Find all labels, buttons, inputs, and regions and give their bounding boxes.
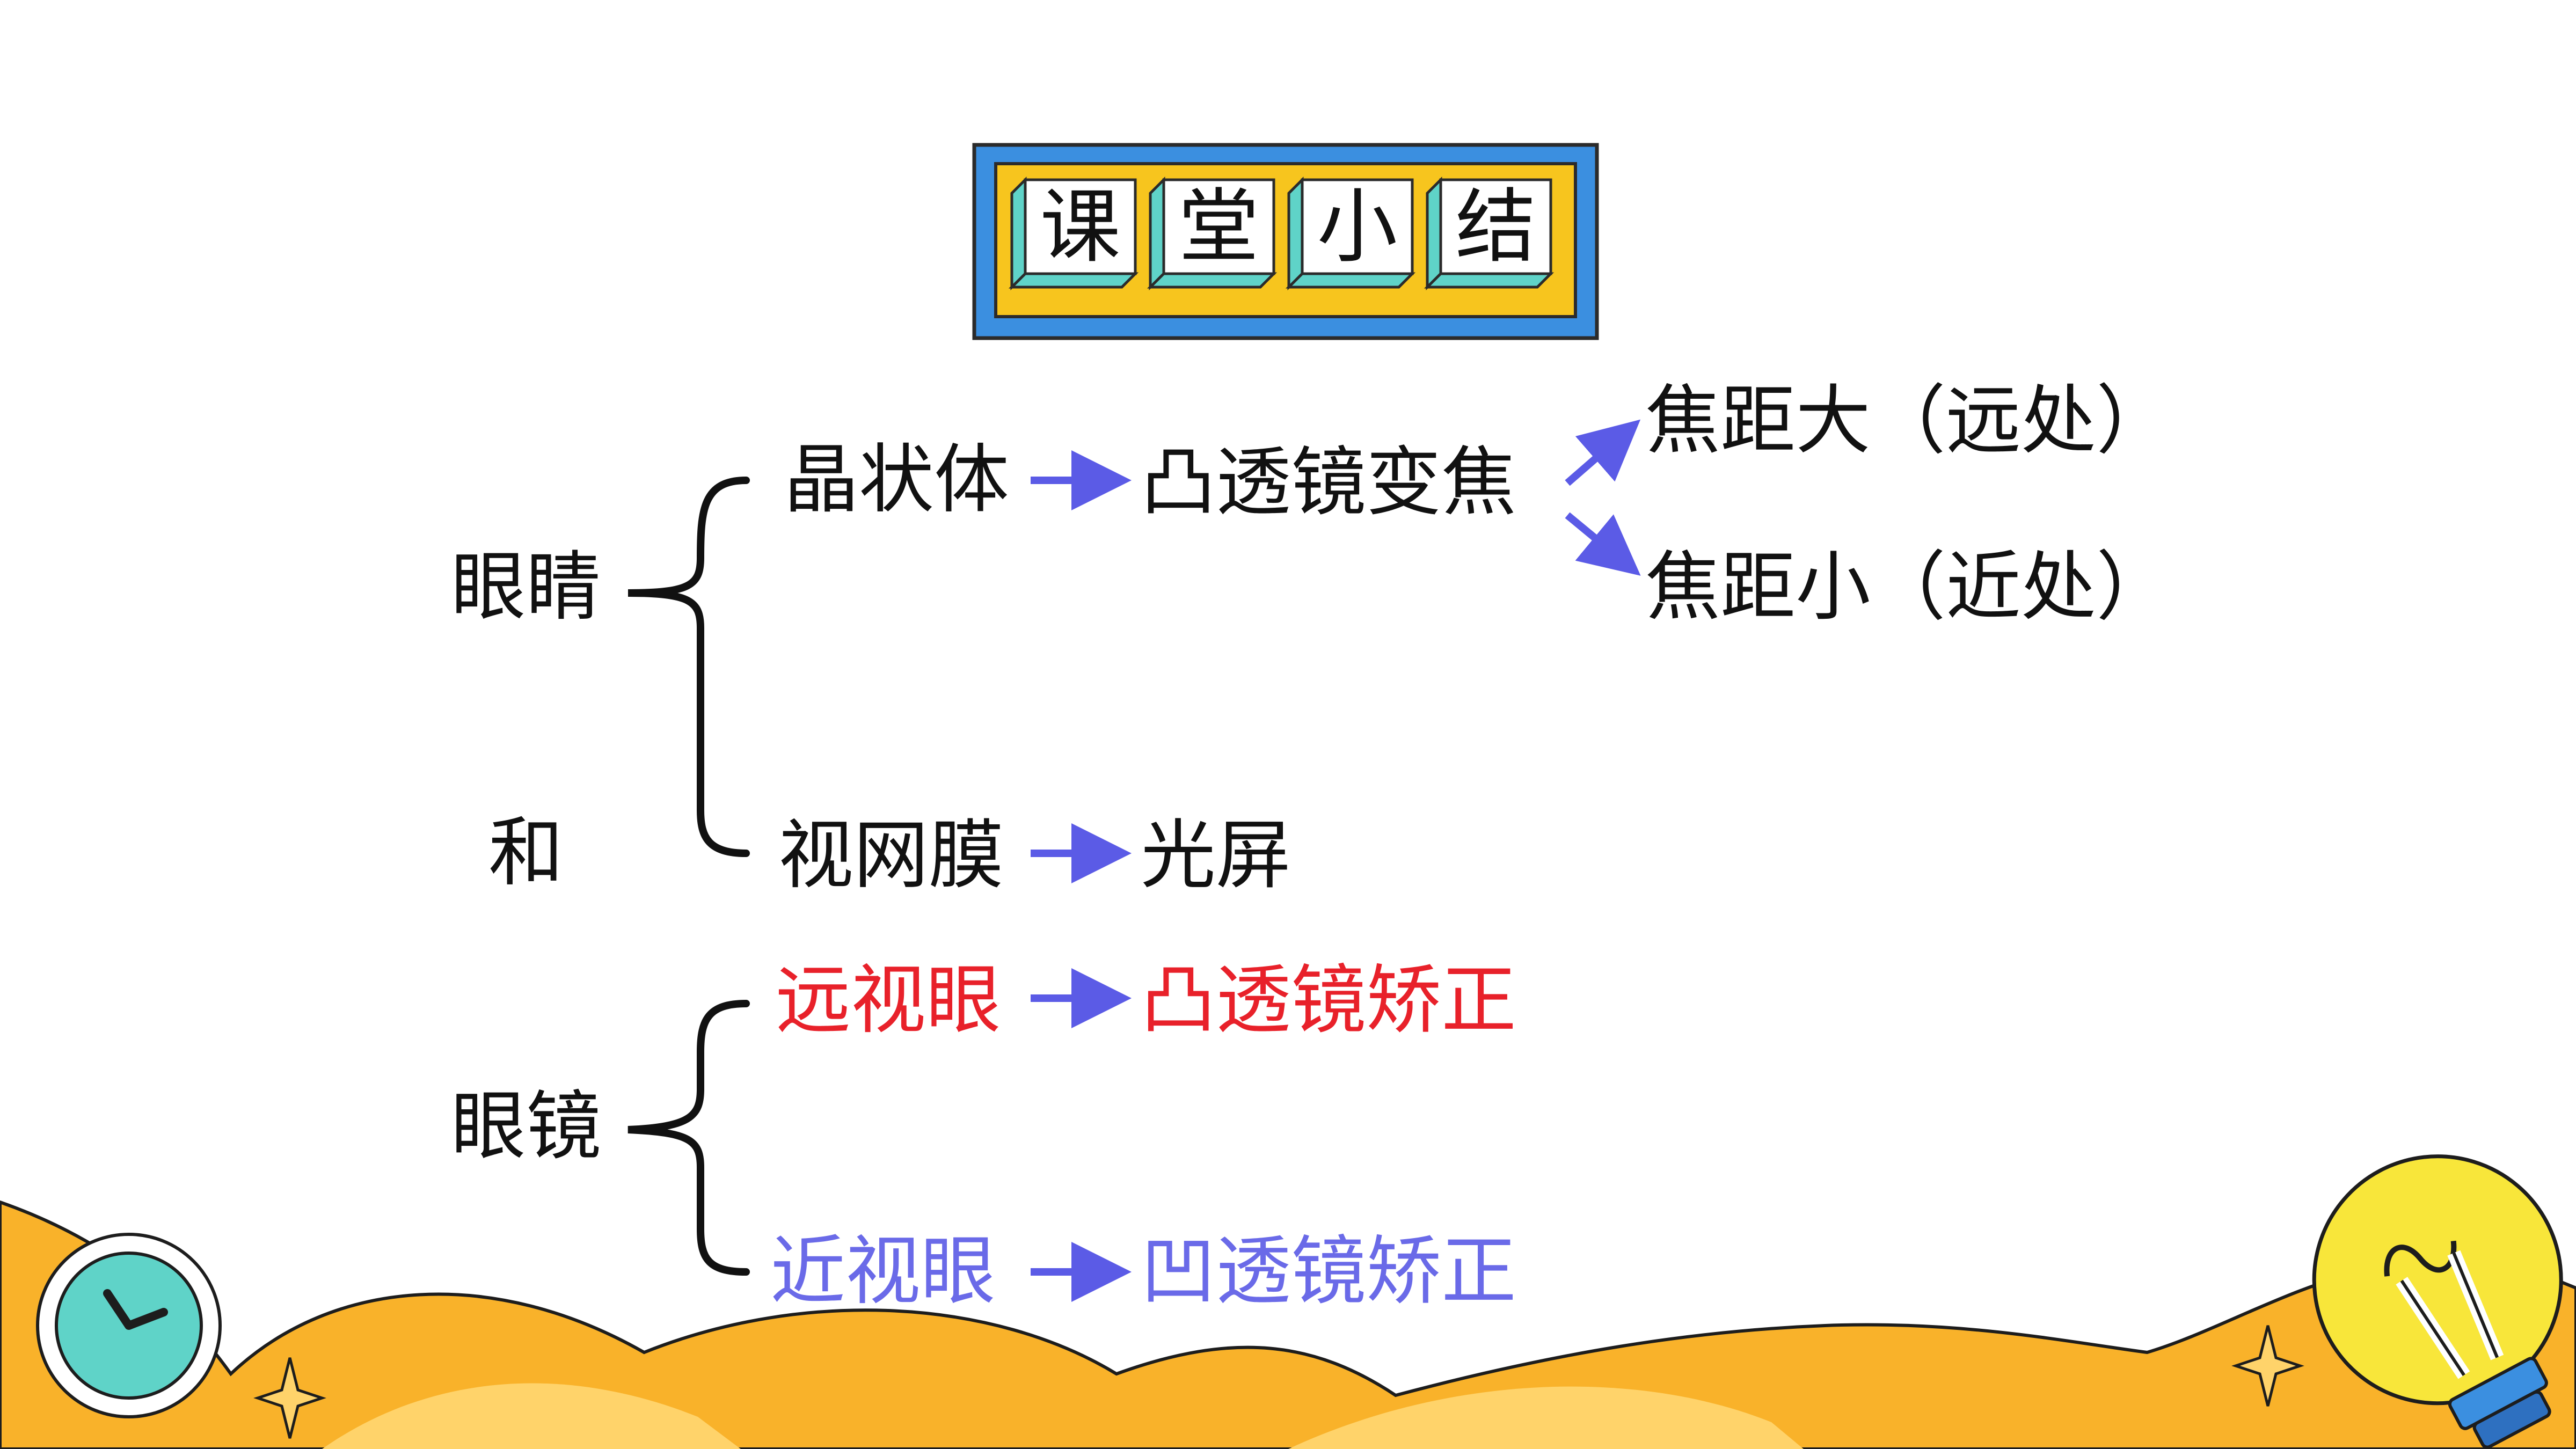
arrow-to-far: [1565, 419, 1641, 486]
title-char: 结: [1455, 181, 1536, 274]
title-char: 课: [1040, 181, 1120, 274]
bottom-blob-highlight-2: [1288, 1386, 1804, 1449]
sparkle-icon-right: [2231, 1325, 2304, 1407]
brace-glasses: [627, 1000, 750, 1276]
screen-label: 光屏: [1141, 812, 1291, 899]
bottom-blob-shape: [0, 1200, 2576, 1449]
light-bulb-icon: [2312, 1154, 2563, 1449]
focal-far-label: 焦距大（远处）: [1645, 377, 2172, 465]
retina-label: 视网膜: [778, 812, 1004, 899]
convex-fix-label: 凸透镜矫正: [1141, 957, 1517, 1044]
title-char: 堂: [1178, 181, 1259, 274]
label-eye: 眼睛: [451, 544, 602, 631]
farsight-label: 远视眼: [776, 957, 1002, 1044]
concave-fix-label: 凹透镜矫正: [1141, 1228, 1517, 1315]
nearsight-label: 近视眼: [770, 1228, 996, 1315]
clock-icon: [36, 1233, 222, 1418]
title-tile: 堂: [1147, 176, 1278, 291]
bottom-blob-highlight: [322, 1383, 741, 1449]
lens-label: 晶状体: [784, 436, 1010, 524]
sparkle-icon: [253, 1357, 326, 1439]
label-and: 和: [488, 809, 564, 897]
title-tile: 结: [1424, 176, 1555, 291]
brace-eye: [627, 477, 750, 857]
focal-near-label: 焦距小（近处）: [1645, 544, 2172, 631]
arrow-to-near: [1565, 512, 1641, 576]
title-tile: 课: [1008, 176, 1139, 291]
title-tile: 小: [1285, 176, 1416, 291]
title-char: 小: [1317, 181, 1397, 274]
convex-zoom-label: 凸透镜变焦: [1141, 439, 1517, 526]
label-glasses: 眼镜: [451, 1083, 602, 1170]
